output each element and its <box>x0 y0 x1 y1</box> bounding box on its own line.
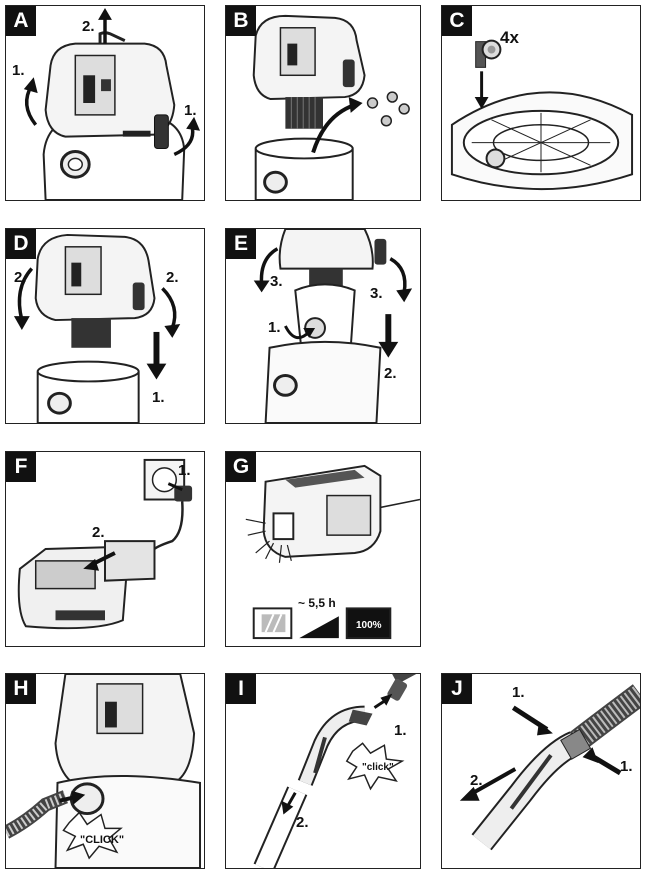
panel-f-step-plug: 1. <box>178 462 191 479</box>
caster-icon <box>475 39 502 68</box>
handle-release-illustration <box>459 684 640 851</box>
panel-a-step-unlock-right: 1. <box>184 102 197 119</box>
panel-h: H "CLICK" <box>5 673 205 869</box>
panel-f-tag: F <box>6 452 36 482</box>
panel-j-step-press-top: 1. <box>512 684 525 701</box>
panel-j-tag: J <box>442 674 472 704</box>
panel-c: C 4x <box>441 5 641 201</box>
panel-e-tag: E <box>226 229 256 259</box>
click-label-small: "click" <box>362 762 394 773</box>
panel-a-step-lift: 2. <box>82 18 95 35</box>
panel-e: E 3. 3. 1. 2. <box>225 228 421 424</box>
lid-lift-illustration <box>13 233 181 423</box>
panel-a: A 2. 1. 1. <box>5 5 205 201</box>
panel-e-step-lower: 2. <box>384 365 397 382</box>
panel-d-step-left: 2. <box>14 269 27 286</box>
panel-b: B <box>225 5 421 201</box>
battery-full-icon <box>345 607 392 640</box>
click-label: "CLICK" <box>80 834 125 846</box>
handle-connect-illustration <box>253 674 417 868</box>
charge-duration-label: ~ 5,5 h <box>298 596 336 610</box>
panel-i: I 1. 2. "click" <box>225 673 421 869</box>
panel-d: D 2. 2. 1. <box>5 228 205 424</box>
panel-i-step-tube: 2. <box>296 814 309 831</box>
panel-e-step-left: 3. <box>270 273 283 290</box>
panel-a-tag: A <box>6 6 36 36</box>
panel-b-tag: B <box>226 6 256 36</box>
panel-j-step-pull: 2. <box>470 772 483 789</box>
panel-d-step-right: 2. <box>166 269 179 286</box>
panel-i-step-connect: 1. <box>394 722 407 739</box>
hose-icon <box>6 790 68 839</box>
panel-g: G ~ 5,5 h 100% <box>225 451 421 647</box>
caster-count-label: 4x <box>500 28 519 47</box>
panel-f-step-slide: 2. <box>92 524 105 541</box>
panel-j-step-press-side: 1. <box>620 758 633 775</box>
panel-i-tag: I <box>226 674 256 704</box>
hose-icon <box>567 684 640 753</box>
battery-full-label: 100% <box>356 620 382 631</box>
panel-g-tag: G <box>226 452 256 482</box>
battery-charging-icon <box>252 607 293 640</box>
panel-e-step-right: 3. <box>370 285 383 302</box>
panel-f: F 1. 2. <box>5 451 205 647</box>
panel-c-tag: C <box>442 6 472 36</box>
panel-j: J 1. 1. 2. <box>441 673 641 869</box>
hose-connect-illustration <box>6 674 202 868</box>
charging-status-illustration <box>245 464 420 640</box>
casters-removal-illustration <box>252 14 410 200</box>
battery-charger-illustration <box>17 458 193 630</box>
vacuum-lid-removal-illustration <box>23 7 201 200</box>
panel-h-tag: H <box>6 674 36 704</box>
panel-d-step-down: 1. <box>152 389 165 406</box>
panel-a-step-unlock-left: 1. <box>12 62 25 79</box>
filter-bag-insert-illustration <box>253 229 413 423</box>
panel-d-tag: D <box>6 229 36 259</box>
panel-e-step-insert: 1. <box>268 319 281 336</box>
caster-install-illustration <box>450 39 634 191</box>
